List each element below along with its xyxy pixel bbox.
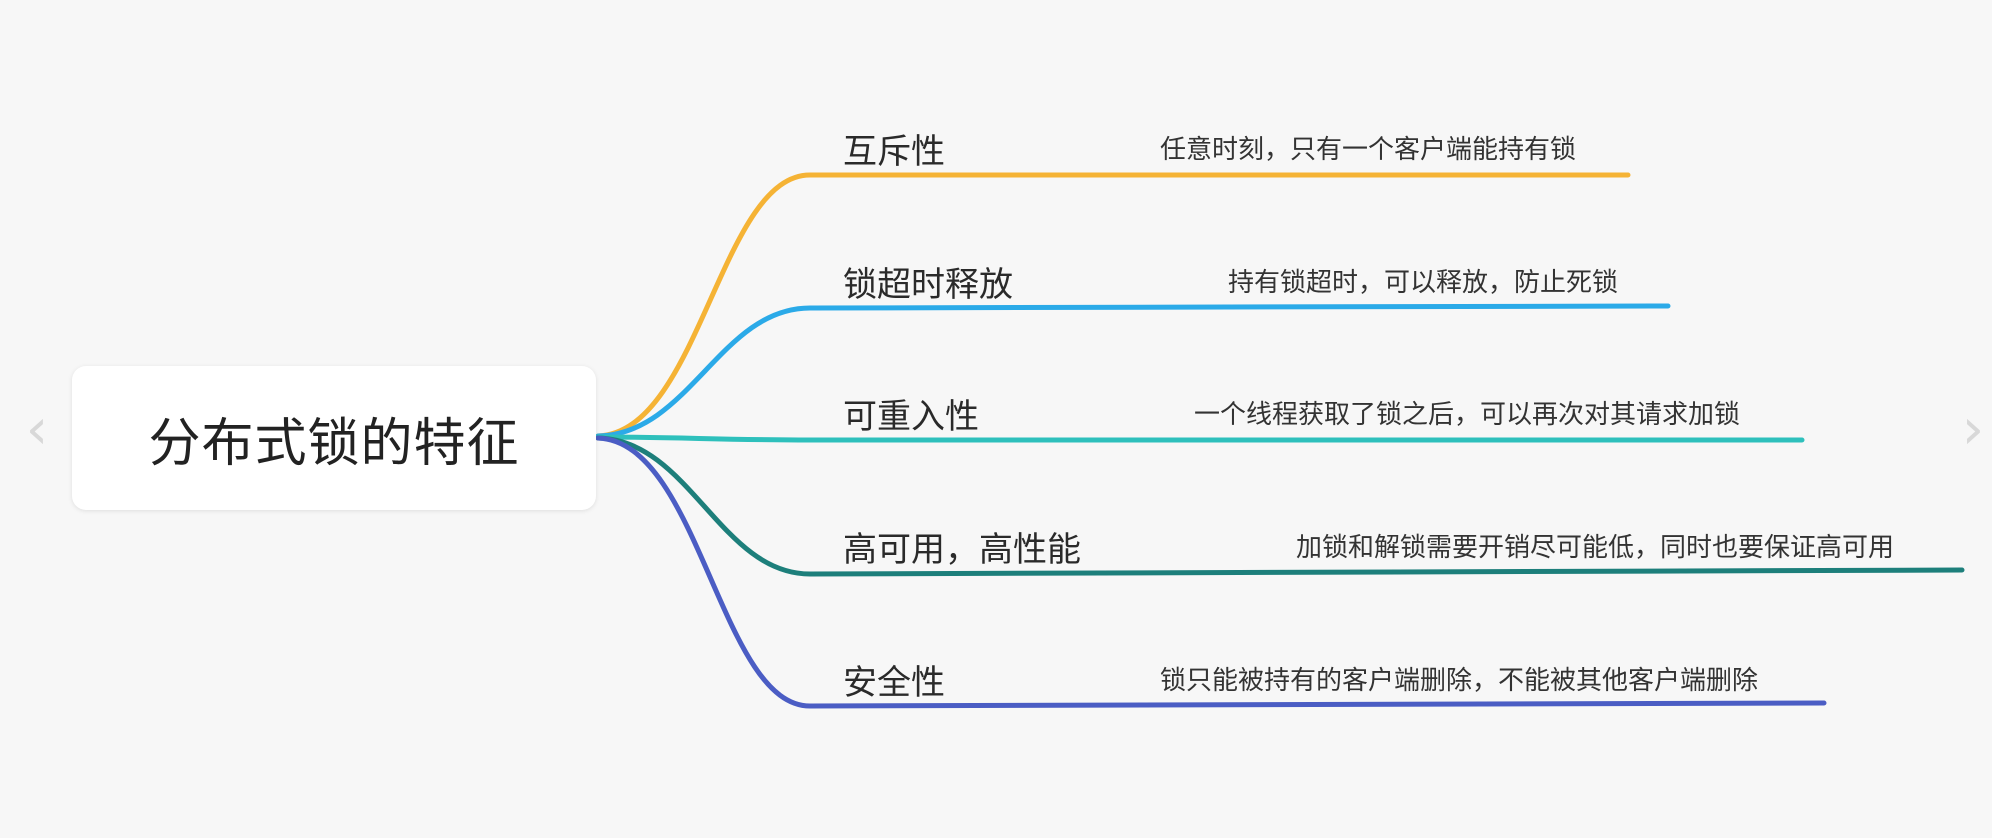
branch-label-safety[interactable]: 安全性 bbox=[843, 663, 945, 703]
branch-label-reentrancy[interactable]: 可重入性 bbox=[843, 397, 979, 437]
branch-label-mutual-exclusion[interactable]: 互斥性 bbox=[843, 132, 945, 172]
chevron-right-icon[interactable]: › bbox=[1961, 397, 1985, 462]
branch-label-availability-performance[interactable]: 高可用，高性能 bbox=[843, 530, 1081, 570]
branch-label-timeout-release[interactable]: 锁超时释放 bbox=[843, 265, 1013, 305]
chevron-left-icon[interactable]: ‹ bbox=[25, 397, 49, 462]
connector-0 bbox=[595, 172, 1631, 439]
connector-3 bbox=[595, 435, 1965, 577]
connector-4 bbox=[595, 435, 1827, 709]
connector-2 bbox=[595, 434, 1805, 443]
branch-desc-timeout-release[interactable]: 持有锁超时，可以释放，防止死锁 bbox=[1228, 268, 1619, 298]
root-title: 分布式锁的特征 bbox=[148, 413, 520, 474]
root-node[interactable]: 分布式锁的特征 bbox=[72, 366, 596, 510]
branch-desc-mutual-exclusion[interactable]: 任意时刻，只有一个客户端能持有锁 bbox=[1160, 135, 1577, 165]
branch-desc-safety[interactable]: 锁只能被持有的客户端删除，不能被其他客户端删除 bbox=[1160, 666, 1759, 696]
branch-desc-availability-performance[interactable]: 加锁和解锁需要开销尽可能低，同时也要保证高可用 bbox=[1296, 533, 1895, 563]
connector-1 bbox=[595, 303, 1671, 439]
branch-desc-reentrancy[interactable]: 一个线程获取了锁之后，可以再次对其请求加锁 bbox=[1194, 400, 1741, 430]
